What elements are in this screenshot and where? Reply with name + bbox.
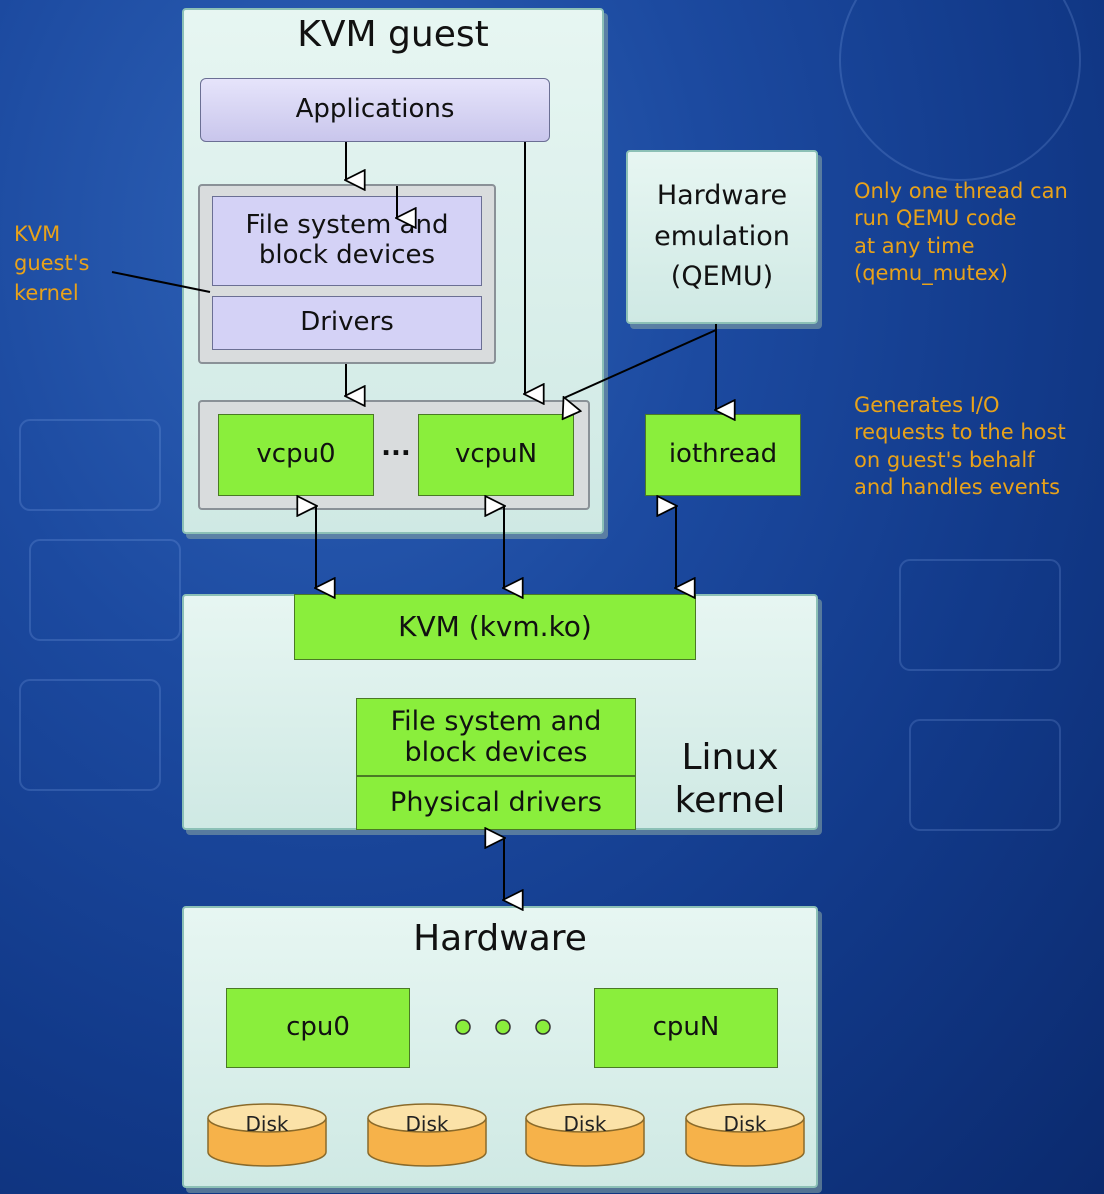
disk-label: Disk bbox=[723, 1112, 767, 1136]
disk-1: Disk bbox=[206, 1102, 328, 1168]
disk-icon bbox=[207, 1103, 327, 1167]
dot bbox=[495, 1019, 511, 1035]
cpu0-box: cpu0 bbox=[226, 988, 410, 1068]
host-fs-block-box: File system and block devices bbox=[356, 698, 636, 776]
disk-label: Disk bbox=[563, 1112, 607, 1136]
note-line: (qemu_mutex) bbox=[854, 260, 1008, 285]
kvm-guest-kernel-label: KVM guest's kernel bbox=[14, 220, 89, 308]
disk-icon bbox=[367, 1103, 487, 1167]
guest-fs-line2: block devices bbox=[258, 240, 436, 270]
vcpu-ellipsis: ... bbox=[381, 432, 411, 462]
guest-drivers-box: Drivers bbox=[212, 296, 482, 350]
note-line: requests to the host bbox=[854, 420, 1066, 445]
linux-kernel-line2: kernel bbox=[674, 780, 786, 822]
qemu-line2: emulation bbox=[654, 220, 790, 252]
host-fs-line2: block devices bbox=[404, 737, 588, 768]
kernel-label-line3: kernel bbox=[14, 280, 79, 305]
cpun-box: cpuN bbox=[594, 988, 778, 1068]
note-line: on guest's behalf bbox=[854, 447, 1035, 472]
physical-drivers-box: Physical drivers bbox=[356, 776, 636, 830]
kernel-label-line2: guest's bbox=[14, 251, 90, 276]
vcpu0-box: vcpu0 bbox=[218, 414, 374, 496]
arrow-qemu-to-vcpu bbox=[564, 329, 717, 398]
host-fs-line1: File system and bbox=[390, 705, 602, 737]
vcpun-box: vcpuN bbox=[418, 414, 574, 496]
applications-box: Applications bbox=[200, 78, 550, 142]
qemu-panel: Hardware emulation (QEMU) bbox=[626, 150, 818, 324]
qemu-line1: Hardware bbox=[656, 180, 788, 212]
note-line: and handles events bbox=[854, 474, 1061, 499]
note-line: Only one thread can bbox=[854, 179, 1068, 203]
qemu-line3: (QEMU) bbox=[670, 261, 774, 293]
note-line: run QEMU code bbox=[854, 206, 1017, 231]
disk-label: Disk bbox=[405, 1112, 449, 1136]
disk-label: Disk bbox=[245, 1112, 289, 1136]
dot bbox=[535, 1019, 551, 1035]
disk-4: Disk bbox=[684, 1102, 806, 1168]
disk-2: Disk bbox=[366, 1102, 488, 1168]
kernel-label-line1: KVM bbox=[14, 222, 61, 246]
note-line: at any time bbox=[854, 233, 975, 258]
pointer-guest-kernel bbox=[111, 271, 211, 293]
disk-icon bbox=[525, 1103, 645, 1167]
iothread-box: iothread bbox=[645, 414, 801, 496]
qemu-mutex-note: Only one thread can run QEMU code at any… bbox=[854, 178, 1068, 287]
disk-icon bbox=[685, 1103, 805, 1167]
hardware-title: Hardware bbox=[413, 918, 587, 959]
iothread-note: Generates I/O requests to the host on gu… bbox=[854, 392, 1066, 501]
note-line: Generates I/O bbox=[854, 393, 1000, 417]
linux-kernel-label: Linux kernel bbox=[650, 736, 810, 822]
dot bbox=[455, 1019, 471, 1035]
kvm-guest-title: KVM guest bbox=[297, 14, 489, 55]
kvm-module-box: KVM (kvm.ko) bbox=[294, 594, 696, 660]
linux-kernel-line1: Linux bbox=[681, 737, 779, 778]
disk-3: Disk bbox=[524, 1102, 646, 1168]
